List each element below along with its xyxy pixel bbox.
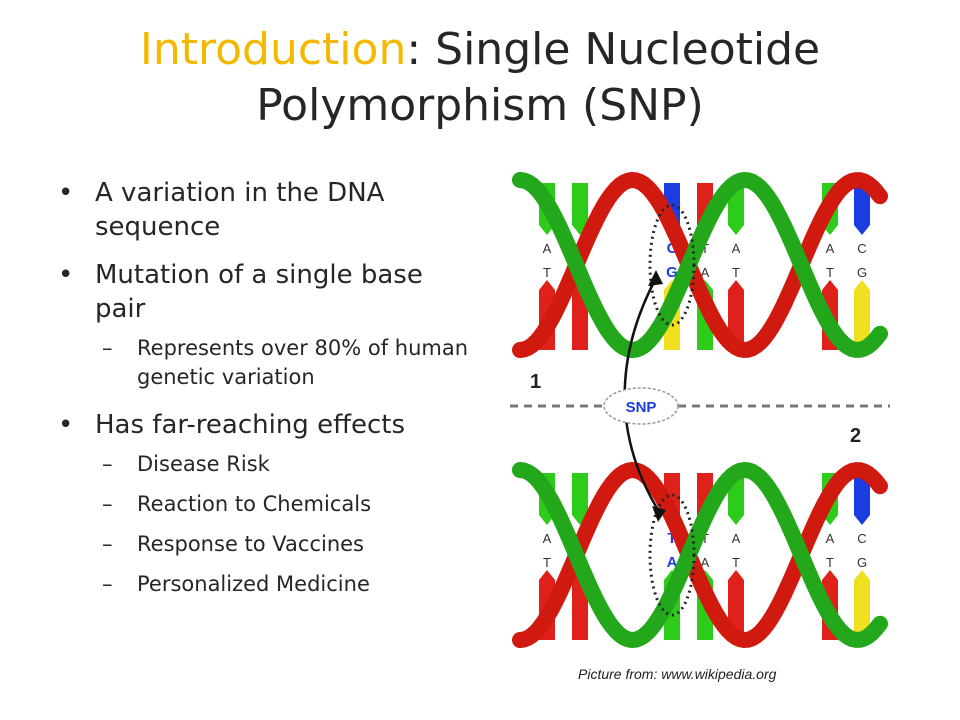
base-label: A <box>826 241 835 256</box>
sub-bullet-item: –Represents over 80% of human genetic va… <box>102 336 469 389</box>
base-label: C <box>857 241 866 256</box>
snp-label: SNP <box>626 399 657 416</box>
base-label: T <box>543 555 551 570</box>
base-label: G <box>857 555 867 570</box>
base-pair: CG <box>854 183 870 350</box>
title-highlight: Introduction <box>139 24 407 75</box>
dna-strand-green <box>512 171 888 359</box>
base-label: A <box>667 554 678 571</box>
base-bottom-arrow-icon <box>822 280 838 290</box>
label-1: 1 <box>530 371 541 393</box>
base-bottom <box>572 580 588 640</box>
base-bottom <box>854 580 870 640</box>
base-label: T <box>543 265 551 280</box>
sub-bullet-item: –Personalized Medicine <box>102 572 370 596</box>
bullet-item: Mutation of a single base pair <box>58 258 478 326</box>
base-label: A <box>701 555 710 570</box>
base-label: T <box>826 265 834 280</box>
base-label: G <box>857 265 867 280</box>
base-bottom-arrow-icon <box>854 280 870 290</box>
base-top <box>572 183 588 225</box>
base-label: A <box>826 531 835 546</box>
base-bottom <box>854 290 870 350</box>
base-top-arrow-icon <box>539 225 555 235</box>
arrow-head-icon <box>648 270 663 286</box>
base-label: A <box>543 531 552 546</box>
dna-strand-green <box>512 461 888 649</box>
bullet-item: A variation in the DNA sequence <box>58 176 478 244</box>
base-top <box>854 473 870 515</box>
base-label: T <box>826 555 834 570</box>
base-label: T <box>701 241 709 256</box>
picture-credit: Picture from: www.wikipedia.org <box>578 666 777 682</box>
base-label: A <box>701 265 710 280</box>
base-pair: AT <box>728 183 744 350</box>
base-top-arrow-icon <box>728 225 744 235</box>
snp-highlight-oval <box>648 203 696 327</box>
base-label: C <box>667 240 678 257</box>
base-pair: AT <box>728 473 744 640</box>
base-bottom-arrow-icon <box>539 570 555 580</box>
sub-bullet-item: –Reaction to Chemicals <box>102 492 372 516</box>
base-top-arrow-icon <box>728 515 744 525</box>
base-label: T <box>732 265 740 280</box>
title-rest: : Single Nucleotide Polymorphism (SNP) <box>256 24 821 131</box>
sub-bullet-item: –Disease Risk <box>102 452 270 476</box>
base-bottom-arrow-icon <box>728 570 744 580</box>
label-2: 2 <box>850 425 861 447</box>
base-bottom-arrow-icon <box>822 570 838 580</box>
snp-oval <box>603 387 679 425</box>
base-bottom-arrow-icon <box>728 280 744 290</box>
slide-title: Introduction: Single Nucleotide Polymorp… <box>40 22 920 134</box>
base-bottom-arrow-icon <box>539 280 555 290</box>
snp-highlight-oval <box>648 493 696 617</box>
base-top <box>854 183 870 225</box>
base-label: C <box>857 531 866 546</box>
base-top-arrow-icon <box>539 515 555 525</box>
base-pair: CG <box>854 473 870 640</box>
base-label: A <box>732 531 741 546</box>
base-label: T <box>667 530 676 547</box>
base-label: T <box>701 531 709 546</box>
base-label: A <box>732 241 741 256</box>
base-bottom <box>572 290 588 350</box>
base-label: A <box>543 241 552 256</box>
base-label: T <box>732 555 740 570</box>
base-top <box>572 473 588 515</box>
bullet-list: A variation in the DNA sequence Mutation… <box>58 176 478 616</box>
base-top-arrow-icon <box>854 515 870 525</box>
sub-bullet-item: –Response to Vaccines <box>102 532 364 556</box>
base-label: G <box>666 264 678 281</box>
arrow-tail-icon <box>652 506 666 522</box>
base-bottom-arrow-icon <box>854 570 870 580</box>
bullet-item: Has far-reaching effects <box>58 408 478 442</box>
base-top-arrow-icon <box>854 225 870 235</box>
